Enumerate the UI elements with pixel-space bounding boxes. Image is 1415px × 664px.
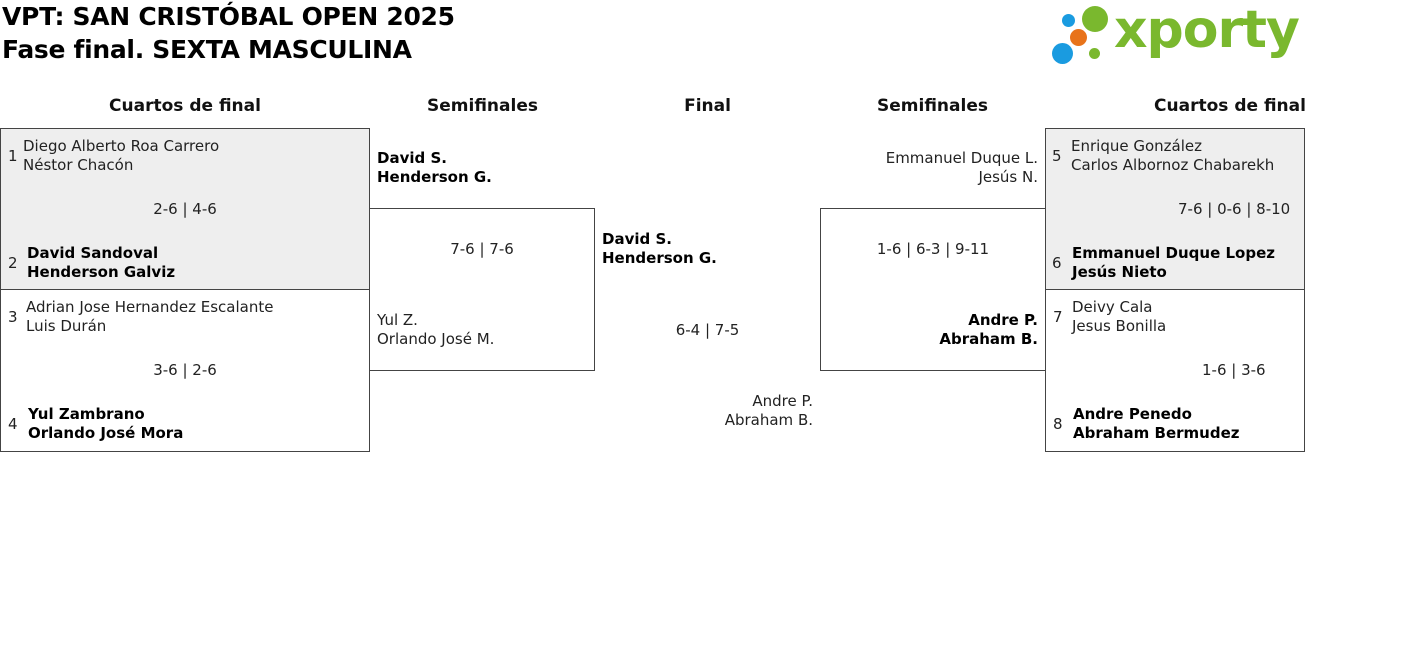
player-name-winner: David S. [602,230,672,248]
page-title: VPT: SAN CRISTÓBAL OPEN 2025 [2,2,455,31]
column-header-final: Final [684,96,731,116]
player-name: Jesus Bonilla [1072,317,1167,335]
match-box-qf4: 7 Deivy Cala Jesus Bonilla 1-6 | 3-6 8 A… [1045,289,1305,452]
player-name: Adrian Jose Hernandez Escalante [26,298,274,316]
player-name-winner: Yul Zambrano [28,405,145,423]
player-name: Deivy Cala [1072,298,1153,316]
match-score: 1-6 | 6-3 | 9-11 [876,240,990,258]
column-header-sf-left: Semifinales [427,96,538,116]
logo-dot-blue-small [1062,14,1075,27]
page-subtitle: Fase final. SEXTA MASCULINA [2,35,412,64]
player-name: Yul Z. [377,311,418,329]
player-name: Luis Durán [26,317,107,335]
column-header-sf-right: Semifinales [877,96,988,116]
seed-number: 8 [1053,415,1063,433]
player-name-winner: David S. [377,149,447,167]
logo-wordmark: xporty [1114,0,1300,60]
seed-number: 1 [8,147,18,165]
logo-dot-blue-large [1052,43,1073,64]
match-box-qf1: 1 Diego Alberto Roa Carrero Néstor Chacó… [0,128,370,290]
xporty-logo: xporty [1052,0,1300,68]
player-name-winner: Henderson Galviz [27,263,176,281]
match-score-final: 6-4 | 7-5 [675,321,740,339]
seed-number: 6 [1052,254,1062,272]
seed-number: 7 [1053,308,1063,326]
player-name-winner: Henderson G. [602,249,717,267]
player-name-winner: Abraham Bermudez [1073,424,1240,442]
player-name-winner: Jesús Nieto [1072,263,1167,281]
player-name: Abraham B. [724,411,813,429]
match-box-qf3: 5 Enrique González Carlos Albornoz Chaba… [1045,128,1305,290]
match-score: 7-6 | 7-6 [450,240,514,258]
match-box-qf2: 3 Adrian Jose Hernandez Escalante Luis D… [0,289,370,452]
player-name: Diego Alberto Roa Carrero [23,137,220,155]
logo-dot-orange [1070,29,1087,46]
player-name-winner: David Sandoval [27,244,159,262]
player-name: Enrique González [1071,137,1202,155]
player-name: Emmanuel Duque L. [885,149,1038,167]
player-name-winner: Abraham B. [939,330,1038,348]
column-header-qf-left: Cuartos de final [109,96,261,116]
match-score: 1-6 | 3-6 [1202,361,1266,379]
seed-number: 2 [8,254,18,272]
match-score: 7-6 | 0-6 | 8-10 [1178,200,1291,218]
match-score: 2-6 | 4-6 [153,200,217,218]
match-box-sf-left [369,208,595,371]
player-name-winner: Henderson G. [377,168,492,186]
seed-number: 4 [8,415,18,433]
player-name: Orlando José M. [377,330,495,348]
seed-number: 5 [1052,147,1062,165]
player-name-winner: Emmanuel Duque Lopez [1072,244,1275,262]
logo-dot-green-small [1089,48,1100,59]
player-name: Carlos Albornoz Chabarekh [1071,156,1275,174]
column-header-qf-right: Cuartos de final [1154,96,1306,116]
player-name: Andre P. [752,392,813,410]
player-name-winner: Andre Penedo [1073,405,1192,423]
player-name-winner: Andre P. [968,311,1038,329]
logo-dot-green-large [1082,6,1108,32]
player-name: Néstor Chacón [23,156,134,174]
match-score: 3-6 | 2-6 [153,361,217,379]
player-name: Jesús N. [978,168,1038,186]
seed-number: 3 [8,308,18,326]
player-name-winner: Orlando José Mora [28,424,184,442]
